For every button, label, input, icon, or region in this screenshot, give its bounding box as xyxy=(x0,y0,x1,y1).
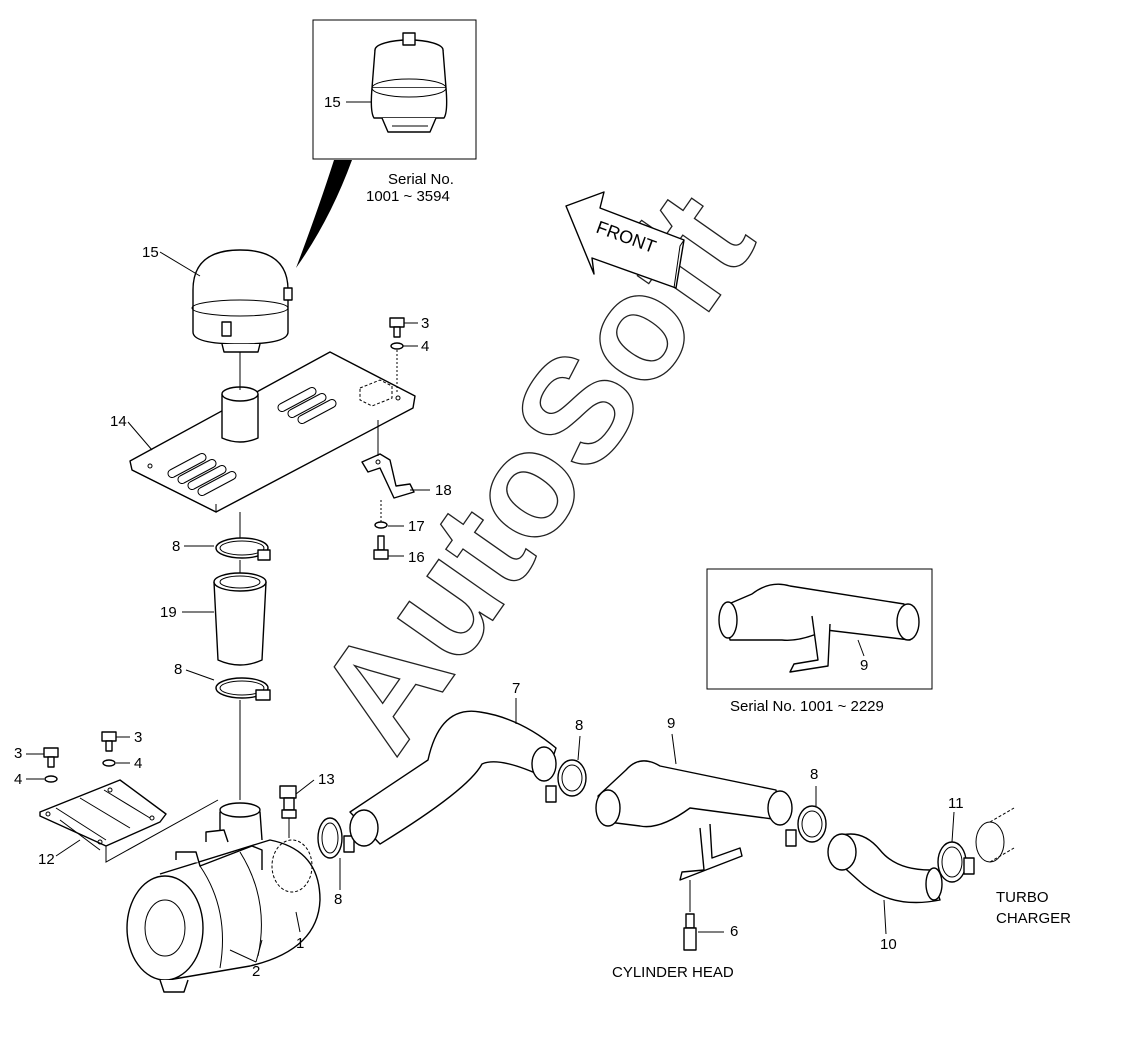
plate-14 xyxy=(129,351,416,513)
callout-9: 9 xyxy=(667,715,675,732)
callout-9-inset: 9 xyxy=(860,657,868,674)
washer-4-left-a xyxy=(44,775,58,783)
callout-4-top: 4 xyxy=(421,338,429,355)
inset-right-caption: Serial No. 1001 ~ 2229 xyxy=(730,698,884,715)
washer-4-left-b xyxy=(102,759,116,767)
callout-8-c: 8 xyxy=(334,891,342,908)
callout-1: 1 xyxy=(296,935,304,952)
callout-6: 6 xyxy=(730,923,738,940)
callout-17: 17 xyxy=(408,518,425,535)
callout-3-top: 3 xyxy=(421,315,429,332)
bolt-3-top xyxy=(389,317,405,338)
callout-12: 12 xyxy=(38,851,55,868)
callout-3-left-b: 3 xyxy=(134,729,142,746)
callout-8-a: 8 xyxy=(172,538,180,555)
inset-pointer xyxy=(296,160,352,268)
callout-4-left-a: 4 xyxy=(14,771,22,788)
callout-3-left-a: 3 xyxy=(14,745,22,762)
bolt-3-left-b xyxy=(101,731,117,752)
hose-19 xyxy=(213,572,267,666)
stud-6 xyxy=(683,913,697,951)
callout-19: 19 xyxy=(160,604,177,621)
precleaner-drawing-inset xyxy=(370,32,448,133)
inset-top-caption-2: 1001 ~ 3594 xyxy=(366,188,450,205)
callout-8-d: 8 xyxy=(575,717,583,734)
washer-4-top xyxy=(390,342,404,350)
inset-top-caption-1: Serial No. xyxy=(388,171,454,188)
callout-7: 7 xyxy=(512,680,520,697)
callout-11: 11 xyxy=(948,795,964,812)
hose-7 xyxy=(349,710,557,847)
turbocharger-inlet xyxy=(975,807,1015,863)
callout-14: 14 xyxy=(110,413,127,430)
washer-17 xyxy=(374,521,388,529)
inset-top: 15 xyxy=(312,19,477,160)
clamp-8-b xyxy=(215,677,271,701)
turbo-label-2: CHARGER xyxy=(996,910,1071,927)
pipe-9 xyxy=(595,760,793,881)
inset-right: 9 xyxy=(706,568,933,690)
callout-4-left-b: 4 xyxy=(134,755,142,772)
bolt-16 xyxy=(373,535,389,560)
clamp-8-c xyxy=(317,817,355,859)
air-cleaner-1 xyxy=(126,802,321,993)
bracket-12 xyxy=(39,779,167,851)
callout-8-e: 8 xyxy=(810,766,818,783)
sensor-13 xyxy=(279,785,297,819)
callout-13: 13 xyxy=(318,771,335,788)
turbo-label-1: TURBO xyxy=(996,889,1049,906)
callout-15-inset: 15 xyxy=(324,94,341,111)
clamp-11 xyxy=(937,841,975,883)
cylinder-head-label: CYLINDER HEAD xyxy=(612,964,734,981)
callout-15: 15 xyxy=(142,244,159,261)
bracket-18 xyxy=(361,453,415,499)
callout-18: 18 xyxy=(435,482,452,499)
callout-10: 10 xyxy=(880,936,897,953)
clamp-8-a xyxy=(215,537,271,561)
precleaner-15 xyxy=(191,249,293,353)
bolt-3-left-a xyxy=(43,747,59,768)
callout-2: 2 xyxy=(252,963,260,980)
callout-8-b: 8 xyxy=(174,661,182,678)
clamp-8-e xyxy=(785,805,827,847)
callout-16: 16 xyxy=(408,549,425,566)
hose-10 xyxy=(827,833,943,904)
clamp-8-d xyxy=(545,759,587,803)
